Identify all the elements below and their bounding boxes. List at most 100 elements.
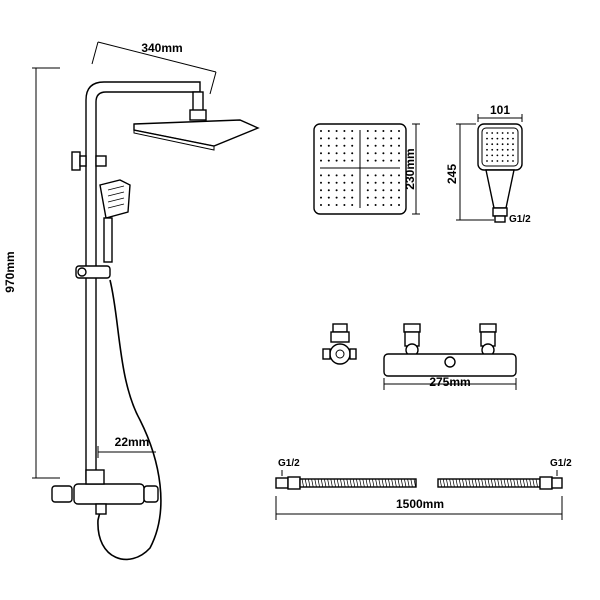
hose-rib	[388, 478, 391, 488]
nozzle-dot	[327, 204, 330, 206]
hose-rib	[474, 478, 478, 488]
nozzle-dot	[335, 174, 338, 177]
hose-rib	[494, 478, 497, 488]
hand-nozzle-dot	[486, 132, 488, 134]
nozzle-dot	[366, 152, 369, 155]
hose-rib	[410, 478, 413, 488]
nozzle-dot	[382, 196, 385, 199]
nozzle-dot	[374, 204, 377, 206]
nozzle-dot	[398, 196, 400, 199]
mixer-front-view: 275mm	[383, 323, 517, 390]
hose-rib	[397, 478, 400, 488]
nozzle-dot	[382, 174, 385, 177]
nozzle-dot	[343, 144, 346, 147]
pipe-gap-dimension: 22mm	[97, 435, 156, 458]
pipe-gap-dimension-label: 22mm	[115, 435, 150, 449]
arm-width-dimension: 340mm	[91, 41, 217, 95]
hand-nozzle-dot	[496, 137, 499, 140]
nozzle-grid	[320, 130, 400, 206]
nozzle-dot	[390, 181, 393, 184]
hose-rib	[394, 478, 397, 488]
hand-nozzle-dot	[486, 148, 488, 151]
nozzle-dot	[327, 130, 330, 132]
hand-shower-front-view: 101 245 G1/2	[445, 103, 531, 225]
nozzle-dot	[343, 189, 346, 192]
hand-nozzle-dot	[512, 132, 514, 134]
hand-nozzle-dot	[491, 154, 494, 157]
hand-shower-height-label: 245	[445, 164, 459, 184]
hose-rib	[487, 478, 490, 488]
nozzle-dot	[320, 159, 322, 162]
hand-shower-width-label: 101	[490, 103, 510, 117]
hose-rib	[468, 478, 471, 488]
head-swivel	[189, 109, 207, 121]
nozzle-dot	[366, 144, 369, 147]
hose-rib	[317, 478, 320, 488]
mixer-width-label: 275mm	[429, 375, 470, 389]
nozzle-dot	[320, 152, 322, 155]
nozzle-dot	[374, 152, 377, 155]
nozzle-dot	[335, 204, 338, 206]
hose-rib	[352, 478, 356, 488]
hose-rib	[481, 478, 484, 488]
hose-rib	[324, 478, 327, 488]
hand-nozzle-dot	[512, 148, 514, 151]
riser-pipe	[85, 81, 201, 481]
hose-rib	[330, 478, 333, 488]
nozzle-dot	[327, 159, 330, 162]
nozzle-dot	[398, 189, 400, 192]
hose-rib	[513, 478, 516, 488]
nozzle-dot	[374, 174, 377, 177]
hand-nozzle-dot	[512, 160, 514, 162]
hand-nozzle-dot	[491, 132, 494, 134]
hose-rib	[336, 478, 340, 488]
nozzle-dot	[390, 159, 393, 162]
hand-shower-thread-label: G1/2	[509, 214, 531, 225]
nozzle-dot	[398, 159, 400, 162]
hose-rib	[452, 478, 455, 488]
hand-nozzle-dot	[491, 137, 494, 140]
nozzle-dot	[398, 181, 400, 184]
hose-rib	[381, 478, 384, 488]
nozzle-dot	[351, 204, 354, 206]
hand-nozzle-dot	[501, 143, 504, 146]
nozzle-dot	[382, 144, 385, 147]
hose-rib	[407, 478, 410, 488]
hose-rib	[478, 478, 481, 488]
nozzle-dot	[320, 204, 322, 206]
nozzle-dot	[390, 189, 393, 192]
hose-rib	[346, 478, 349, 488]
hose-rib	[365, 478, 368, 488]
hand-nozzle-dot	[486, 137, 488, 140]
hose-rib	[462, 478, 465, 488]
hand-nozzle-dot	[496, 143, 499, 146]
hose-rib	[500, 478, 503, 488]
nozzle-dot	[382, 159, 385, 162]
hose-rib	[455, 478, 458, 488]
nozzle-dot	[382, 189, 385, 192]
hand-nozzle-dot	[491, 148, 494, 151]
hand-nozzle-grid	[486, 132, 514, 162]
hose-rib	[372, 478, 375, 488]
hand-nozzle-dot	[486, 154, 488, 157]
nozzle-dot	[390, 174, 393, 177]
nozzle-dot	[351, 181, 354, 184]
nozzle-dot	[366, 196, 369, 199]
nozzle-dot	[335, 144, 338, 147]
hose-rib	[314, 478, 317, 488]
nozzle-dot	[366, 159, 369, 162]
nozzle-dot	[320, 130, 322, 132]
nozzle-dot	[343, 152, 346, 155]
nozzle-dot	[390, 204, 393, 206]
head-size-label: 230mm	[403, 148, 417, 189]
hose-rib	[506, 478, 510, 488]
hose-rib	[535, 478, 538, 488]
nozzle-dot	[374, 181, 377, 184]
nozzle-dot	[327, 181, 330, 184]
hand-nozzle-dot	[501, 148, 504, 151]
nozzle-dot	[351, 144, 354, 147]
hand-nozzle-dot	[506, 154, 509, 157]
hose-thread-left-label: G1/2	[278, 458, 300, 469]
hose-rib	[327, 478, 330, 488]
hose-rib	[320, 478, 324, 488]
